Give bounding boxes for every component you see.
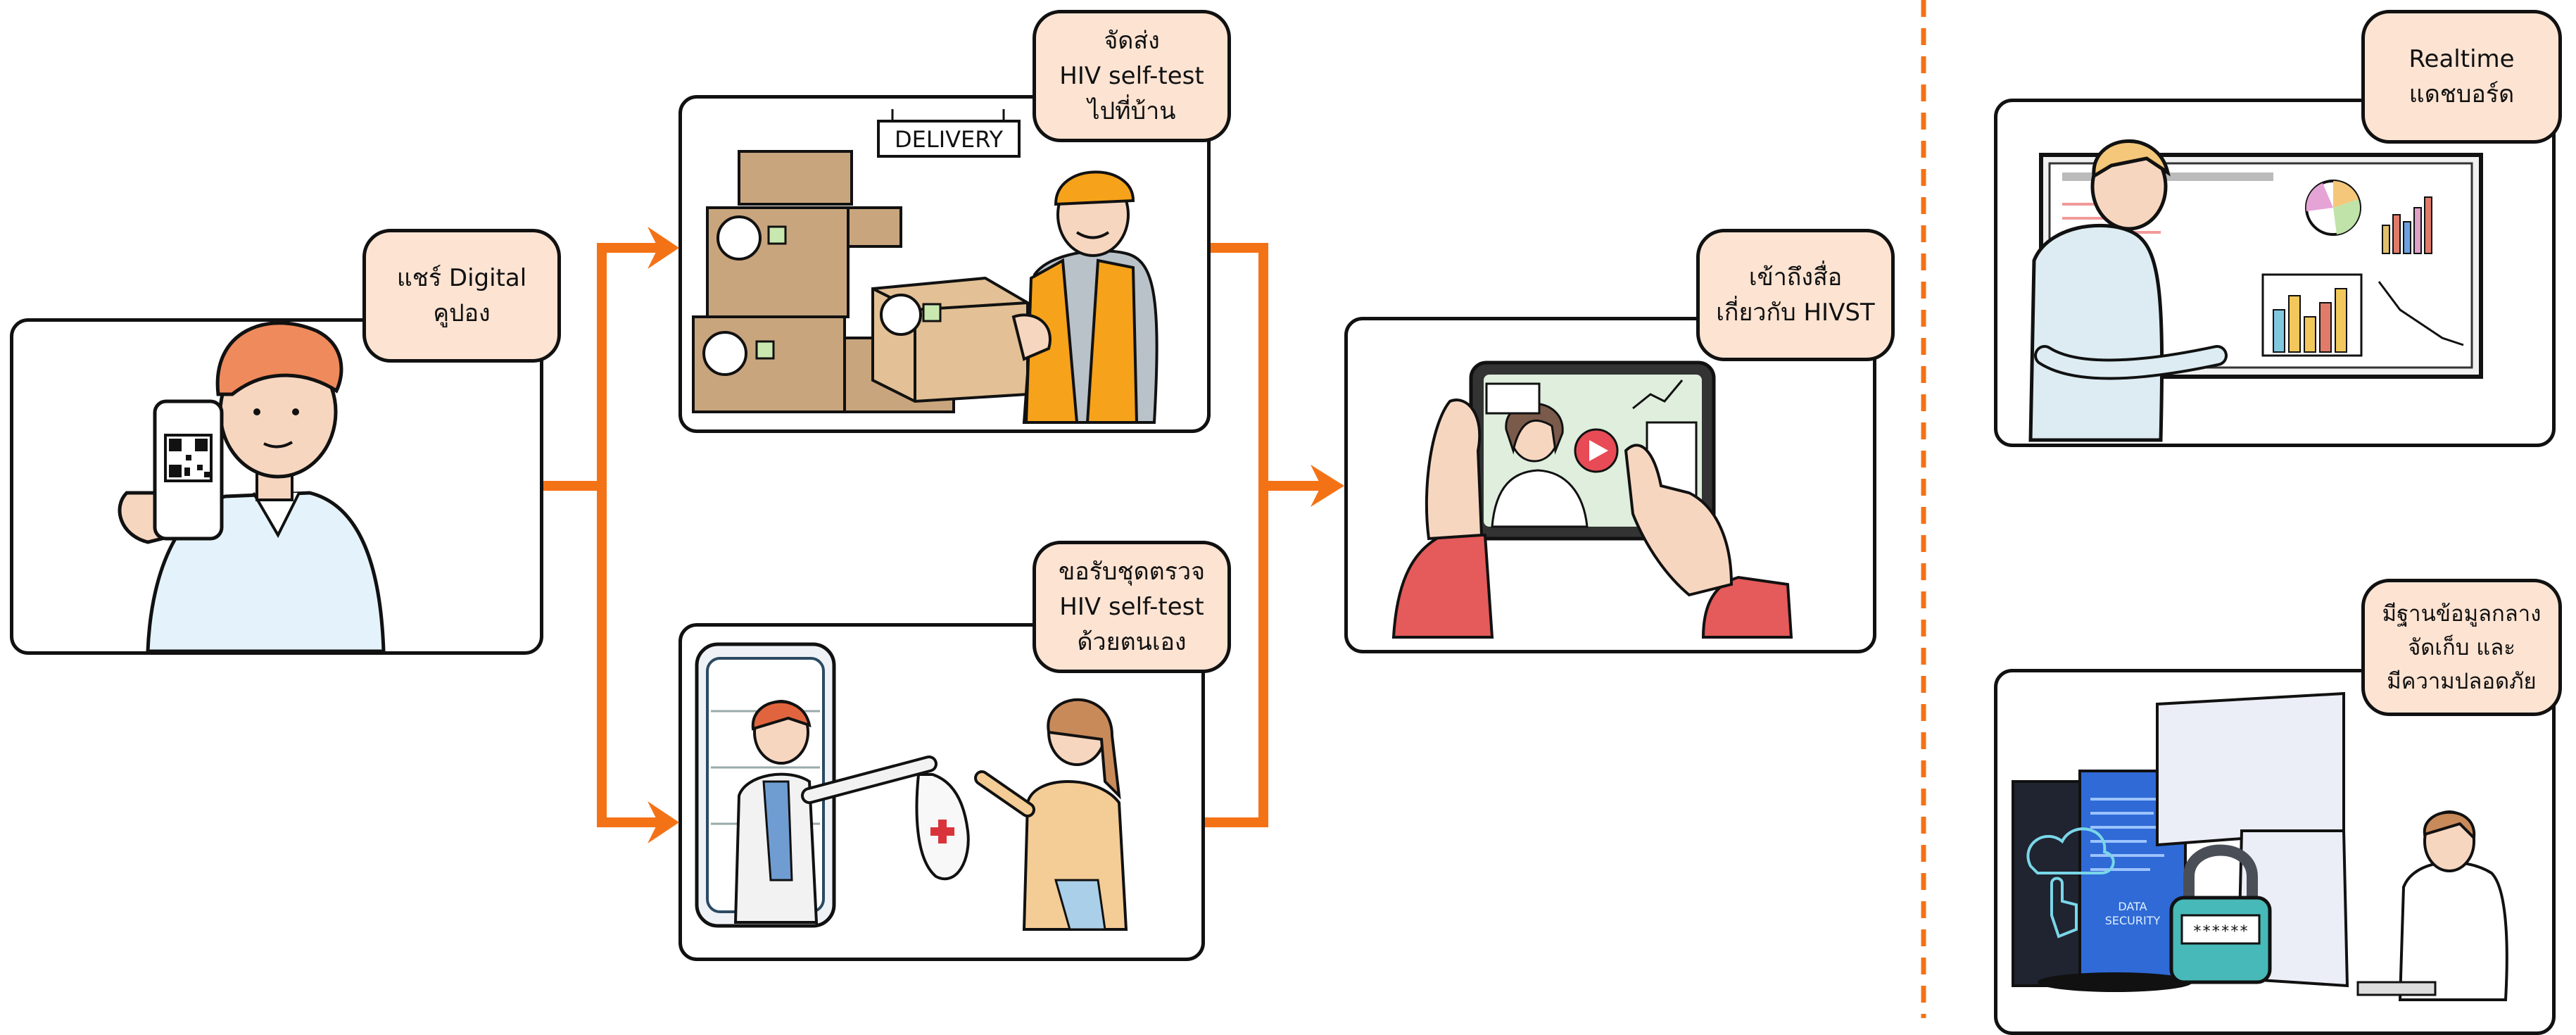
cloud-touch-icon (2026, 827, 2115, 939)
tablet-video-icon (1391, 360, 1793, 639)
pie-chart-icon (2305, 180, 2361, 236)
share-coupon-line1: แชร์ Digital (396, 264, 527, 292)
pharmacy-pickup (695, 642, 1128, 931)
label-share-coupon: แชร์ Digital คูปอง (362, 229, 561, 363)
qr-code-icon (164, 434, 213, 482)
label-dashboard: Realtime แดชบอร์ด (2361, 10, 2562, 144)
pickup-line2: HIV self-test (1059, 593, 1204, 621)
label-media: เข้าถึงสื่อ เกี่ยวกับ HIVST (1696, 229, 1895, 361)
database-line2: จัดเก็บ และ (2408, 634, 2515, 660)
label-database: มีฐานข้อมูลกลาง จัดเก็บ และ มีความปลอดภั… (2361, 579, 2562, 716)
dashboard-line2: แดชบอร์ด (2408, 80, 2515, 108)
delivery-line3: ไปที่บ้าน (1087, 97, 1176, 125)
play-icon (1574, 428, 1619, 473)
arrow-heads (648, 227, 1344, 843)
dashboard-line1: Realtime (2408, 45, 2515, 73)
bar-chart-icon (2382, 196, 2432, 254)
delivery-line1: จัดส่ง (1104, 27, 1160, 55)
first-aid-bag-icon (930, 820, 954, 843)
lock-label-security: SECURITY (2105, 914, 2161, 927)
flow-arrows (543, 243, 1327, 827)
database-line1: มีฐานข้อมูลกลาง (2382, 601, 2542, 627)
delivery-line2: HIV self-test (1059, 62, 1204, 90)
database-line3: มีความปลอดภัย (2387, 668, 2537, 694)
person-with-qr-phone (118, 321, 386, 653)
lock-password: ****** (2192, 923, 2248, 941)
delivery-sign-text: DELIVERY (895, 126, 1003, 153)
dashboard-board (2039, 153, 2483, 379)
delivery-boxes-icon (692, 109, 1029, 413)
delivery-worker (1011, 170, 1158, 424)
padlock-icon (2169, 844, 2272, 984)
media-line1: เข้าถึงสื่อ (1748, 263, 1843, 291)
label-delivery: จัดส่ง HIV self-test ไปที่บ้าน (1033, 10, 1231, 142)
share-coupon-line2: คูปอง (433, 299, 491, 327)
media-line2: เกี่ยวกับ HIVST (1716, 299, 1875, 327)
lock-label-data: DATA (2118, 900, 2147, 913)
pickup-line1: ขอรับชุดตรวจ (1058, 558, 1206, 586)
dashboard-presenter (2028, 139, 2228, 442)
label-pickup: ขอรับชุดตรวจ HIV self-test ด้วยตนเอง (1033, 541, 1231, 673)
pickup-line3: ด้วยตนเอง (1077, 628, 1187, 656)
